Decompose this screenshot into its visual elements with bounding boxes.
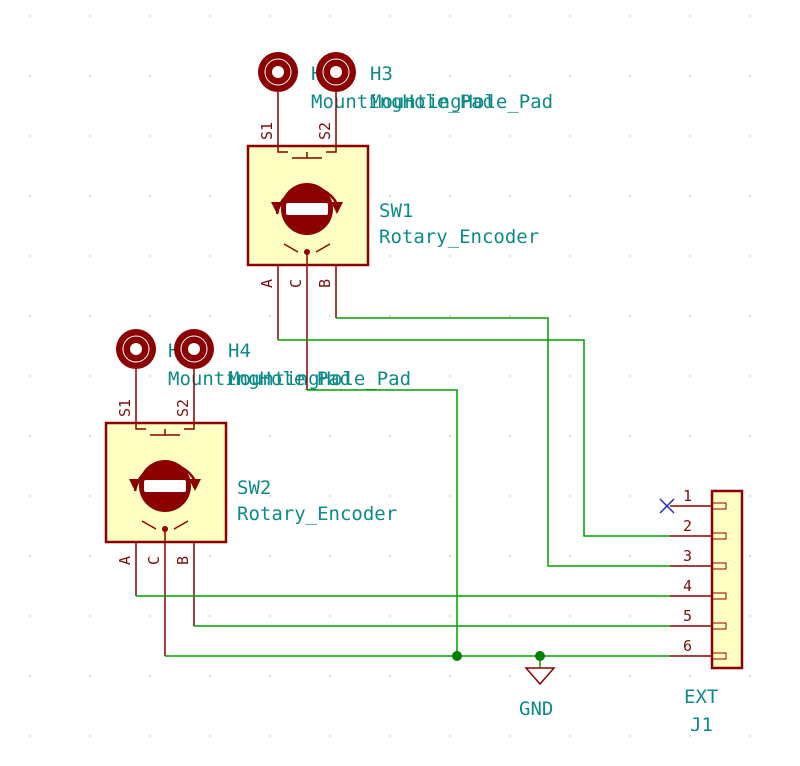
mounting-hole-h4[interactable]: H4 MountingHole_Pad <box>174 329 411 390</box>
j1-pin-4: 4 <box>683 577 692 595</box>
wire-sw1-b <box>336 317 670 567</box>
sw2-ref: SW2 <box>237 477 271 499</box>
h3-value: MountingHole_Pad <box>370 91 553 113</box>
sw1-ref: SW1 <box>379 200 413 222</box>
sw1-value: Rotary_Encoder <box>379 226 539 248</box>
h1-value: MountingHole_Pad <box>311 91 494 113</box>
sw2-pin-b: B <box>174 556 192 565</box>
rotary-encoder-sw2[interactable]: S1 S2 A C B SW2 Rotary_Encoder <box>104 369 397 656</box>
j1-pin-5: 5 <box>683 607 692 625</box>
sw2-value: Rotary_Encoder <box>237 503 397 525</box>
wires <box>136 317 670 668</box>
gnd-power-symbol[interactable]: GND <box>519 667 556 720</box>
connector-j1[interactable]: 1 2 3 4 5 6 EXT J1 <box>670 487 744 736</box>
h4-ref: H4 <box>228 340 251 362</box>
sw2-pin-s1: S1 <box>116 399 134 417</box>
sw1-pin-s1: S1 <box>258 122 276 140</box>
sw2-pin-c: C <box>145 556 163 565</box>
junction-dot <box>535 651 545 661</box>
junction-dot <box>452 651 462 661</box>
h4-value: MountingHole_Pad <box>228 368 411 390</box>
sw1-pin-c: C <box>287 279 305 288</box>
sw1-pin-a: A <box>258 279 276 288</box>
wire-sw1-c <box>307 389 458 656</box>
j1-pin-3: 3 <box>683 547 692 565</box>
rotary-encoder-sw1[interactable]: S1 S2 A C B SW1 Rotary_Encoder <box>246 92 539 390</box>
h3-ref: H3 <box>370 63 393 85</box>
mounting-hole-h3[interactable]: H3 MountingHole_Pad <box>316 52 553 113</box>
j1-value: EXT <box>684 686 718 708</box>
sw1-pin-s2: S2 <box>316 122 334 140</box>
j1-pin-1: 1 <box>683 487 692 505</box>
mounting-hole-h2[interactable]: H2 MountingHole_Pad <box>116 329 351 390</box>
wire-sw1-a <box>278 339 670 537</box>
j1-pin-2: 2 <box>683 517 692 535</box>
h2-value: MountingHole_Pad <box>168 368 351 390</box>
no-connect-marker <box>659 498 675 514</box>
gnd-label: GND <box>519 698 553 720</box>
sw2-pin-a: A <box>116 556 134 565</box>
j1-ref: J1 <box>690 714 713 736</box>
sw1-pin-b: B <box>316 279 334 288</box>
sw2-pin-s2: S2 <box>174 399 192 417</box>
j1-pin-6: 6 <box>683 637 692 655</box>
